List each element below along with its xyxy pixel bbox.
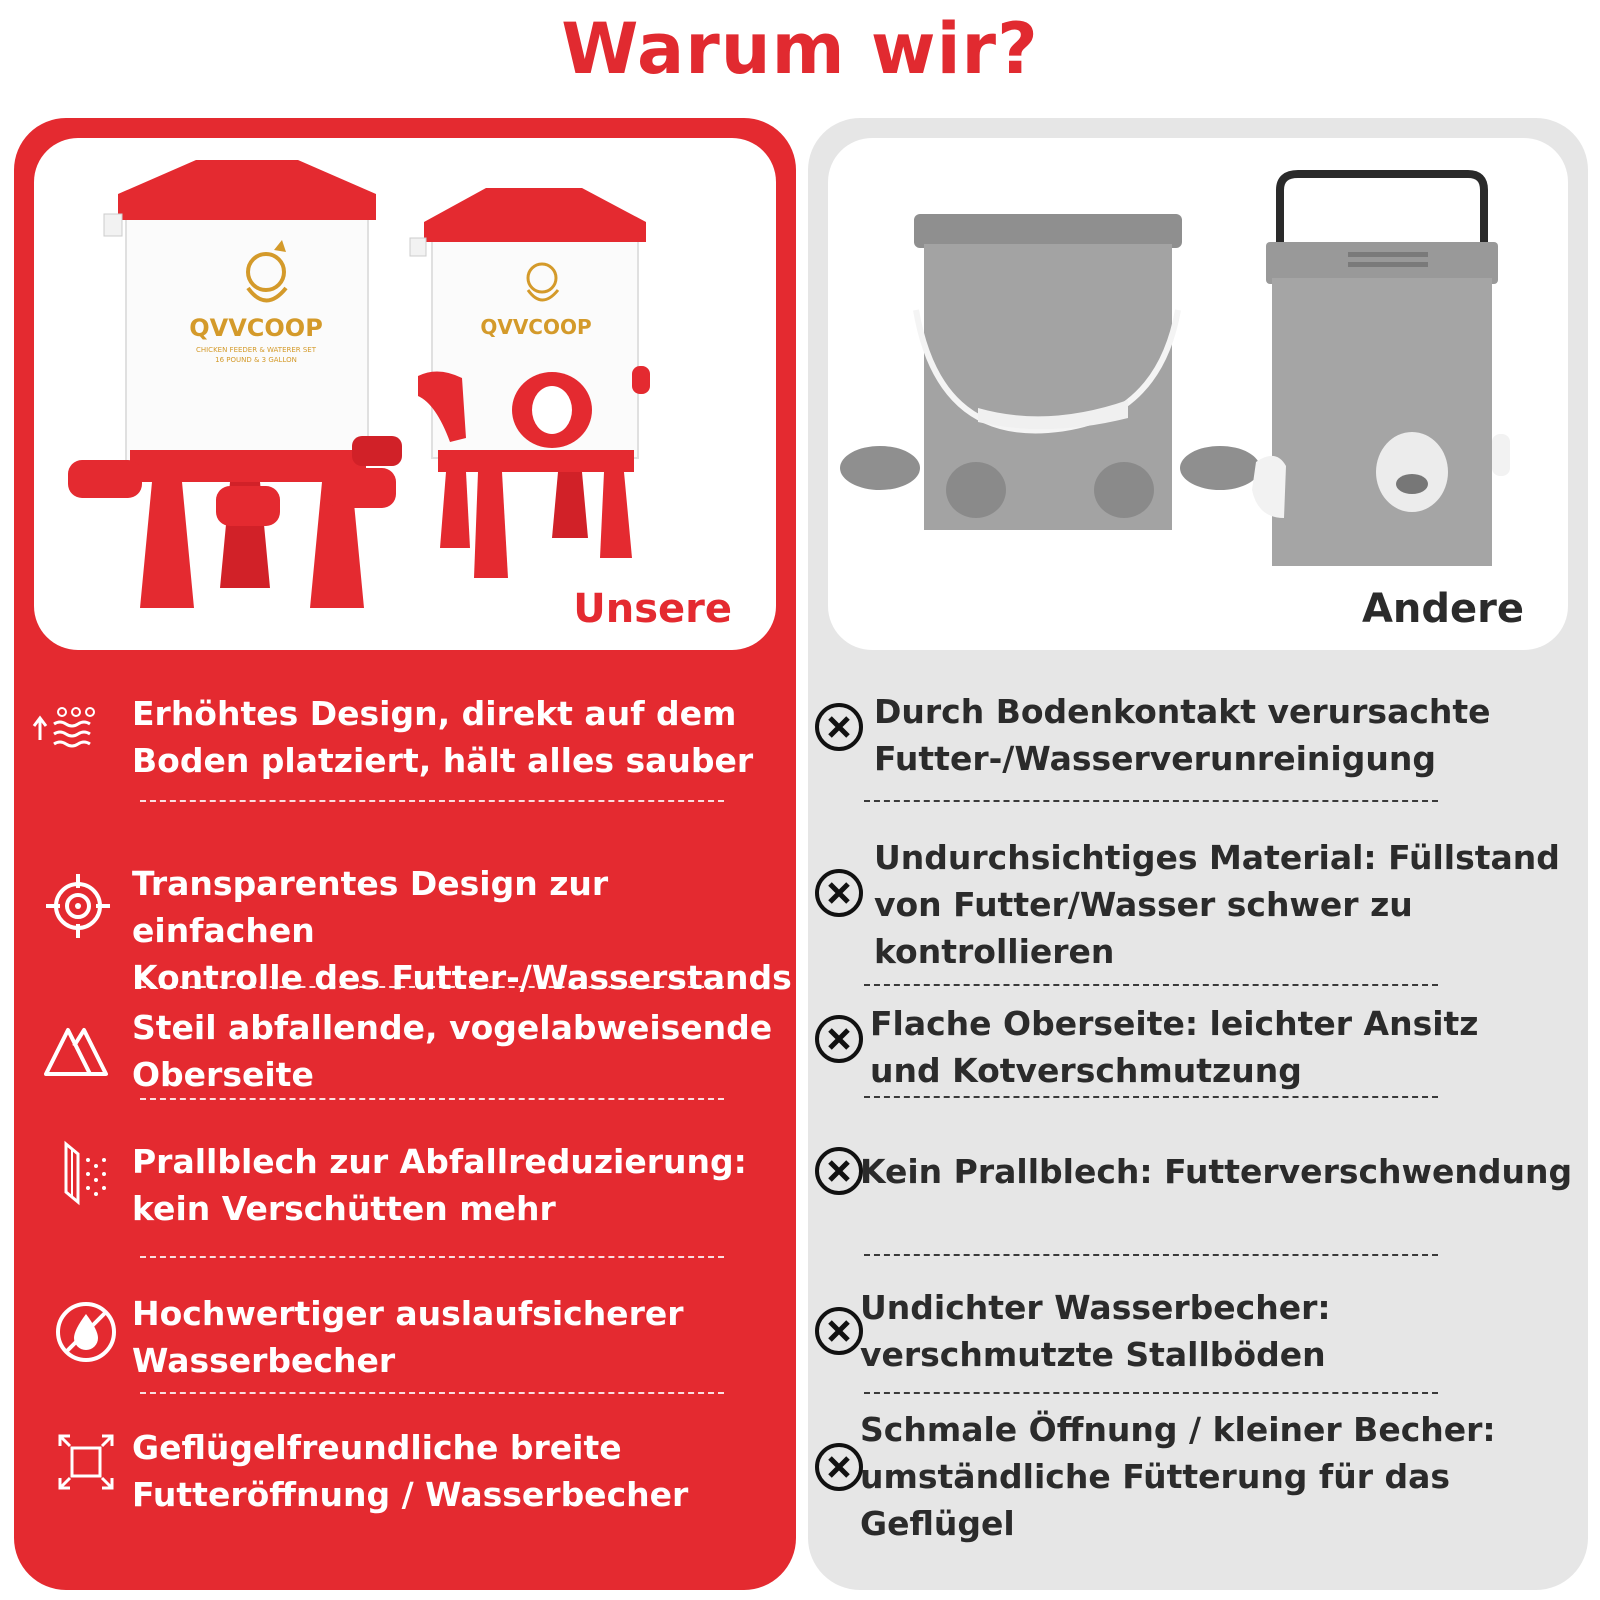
no-leak-drop-icon [56,1302,116,1362]
con-line: umständliche Fütterung für das [860,1457,1451,1496]
our-product-panel: QVVCOOP CHICKEN FEEDER & WATERER SET 16 … [14,118,796,1590]
con-line: Undichter Wasserbecher: [860,1288,1331,1327]
brand-logo-text-small: QVVCOOP [480,315,591,339]
brand-logo-text: QVVCOOP [189,314,323,342]
feature-line: Prallblech zur Abfallreduzierung: [132,1142,747,1181]
others-label: Andere [1361,586,1524,632]
baffle-plate-icon [64,1140,106,1206]
feeder-bucket: QVVCOOP [409,188,650,578]
feature-line: Oberseite [132,1055,314,1094]
con-line: verschmutzte Stallböden [860,1335,1326,1374]
feature-line: kein Verschütten mehr [132,1189,556,1228]
feature-line: Geflügelfreundliche breite [132,1428,622,1467]
grey-box-feeder [1252,170,1510,566]
divider [864,1392,1438,1394]
raised-water-icon [32,707,95,748]
rooster-logo-icon-small [526,262,560,302]
con-line: und Kotverschmutzung [870,1051,1302,1090]
other-product-image-card: Andere [828,138,1568,650]
target-icon [46,874,110,938]
wide-opening-icon [58,1434,114,1490]
divider [864,800,1438,802]
con-line: Flache Oberseite: leichter Ansitz [870,1004,1479,1043]
con-line: Undurchsichtiges Material: Füllstand [874,838,1560,877]
other-product-panel: Andere Durch Bodenkontakt verursachte Fu… [808,118,1588,1590]
con-line: Kein Prallblech: Futterverschwendung [860,1152,1573,1191]
divider [140,800,724,802]
grey-bucket-feeder [840,214,1260,530]
our-product-image-card: QVVCOOP CHICKEN FEEDER & WATERER SET 16 … [34,138,776,650]
feature-line: Steil abfallende, vogelabweisende [132,1008,773,1047]
divider [864,1096,1438,1098]
con-line: Futter-/Wasserverunreinigung [874,739,1436,778]
cross-circle-icon [815,703,863,751]
feature-line: Hochwertiger auslaufsicherer [132,1294,684,1333]
other-feeders-illustration [840,170,1510,566]
triangle-top-icon [44,1028,108,1076]
cross-circle-icon [815,1015,863,1063]
rooster-logo-icon [246,240,288,303]
feature-line: Boden platziert, hält alles sauber [132,741,754,780]
cross-circle-icon [815,1443,863,1491]
con-line: Schmale Öffnung / kleiner Becher: [860,1410,1496,1449]
divider [140,1392,724,1394]
our-feeder-illustration: QVVCOOP CHICKEN FEEDER & WATERER SET 16 … [68,160,650,608]
con-line: Geflügel [860,1504,1015,1543]
feature-line: Futteröffnung / Wasserbecher [132,1475,689,1514]
cross-circle-icon [815,1147,863,1195]
divider [864,984,1438,986]
divider [864,1254,1438,1256]
divider [140,986,724,988]
con-line: Durch Bodenkontakt verursachte [874,692,1491,731]
feature-line: Wasserbecher [132,1341,396,1380]
feature-line: Kontrolle des Futter-/Wasserstands [132,958,792,997]
con-line: kontrollieren [874,932,1115,971]
waterer-bucket: QVVCOOP CHICKEN FEEDER & WATERER SET 16 … [68,160,402,608]
cross-circle-icon [815,1307,863,1355]
product-subtitle-2: 16 POUND & 3 GALLON [215,356,297,364]
product-subtitle: CHICKEN FEEDER & WATERER SET [196,346,317,354]
divider [140,1256,724,1258]
cross-circle-icon [815,869,863,917]
con-line: von Futter/Wasser schwer zu [874,885,1413,924]
divider [140,1098,724,1100]
feature-line: Erhöhtes Design, direkt auf dem [132,694,737,733]
page-title: Warum wir? [561,8,1039,90]
ours-label: Unsere [573,586,732,632]
feature-line: Transparentes Design zur einfachen [132,864,609,950]
